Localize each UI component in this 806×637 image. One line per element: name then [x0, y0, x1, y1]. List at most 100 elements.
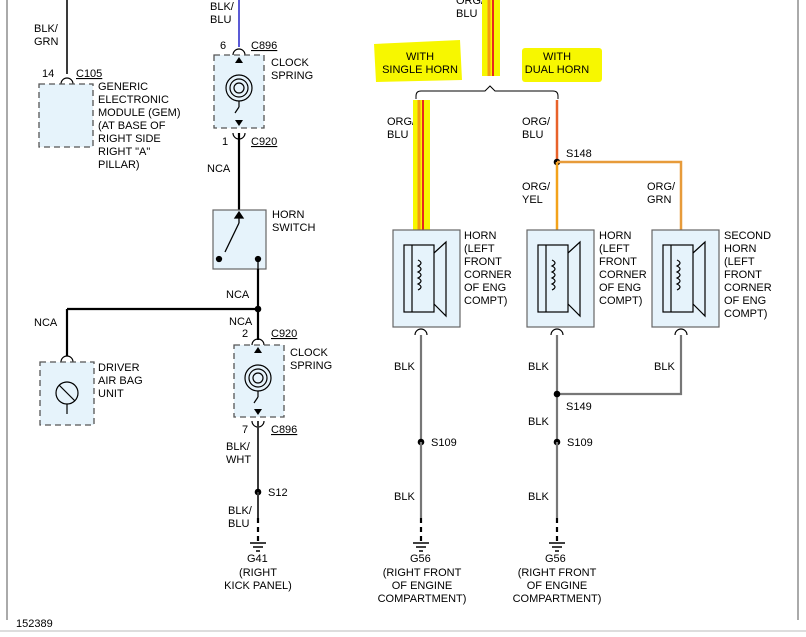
clock-spring-bottom-conn-top: C920	[271, 328, 297, 340]
arrow-top-icon-2	[254, 347, 262, 353]
text-line: BLU	[210, 14, 231, 26]
text-line: (RIGHT FRONT	[383, 567, 462, 579]
clock-spring-top-pin-bottom: 1	[222, 136, 228, 148]
dual-feed-label: ORG/BLU	[522, 116, 551, 141]
text-line: OF ENG	[464, 282, 506, 294]
text-line: BLU	[387, 129, 408, 141]
wire-blk-grn-label: BLK/GRN	[34, 23, 59, 48]
clock-spring-top	[213, 54, 265, 129]
text-line: (LEFT	[599, 243, 630, 255]
text-line: (AT BASE OF	[98, 120, 166, 132]
text-line: OF ENGINE	[527, 580, 588, 592]
text-line: MODULE (GEM)	[98, 107, 181, 119]
ground-g56-a-id: G56	[410, 553, 431, 565]
wire-nca-3-label: NCA	[229, 316, 253, 328]
blk-4-label: BLK	[528, 416, 549, 428]
text-line: BLK/	[34, 23, 59, 35]
text-line: DRIVER	[98, 362, 140, 374]
text-line: BLU	[456, 8, 477, 20]
splice-s149-label: S149	[566, 401, 592, 413]
clock-spring-bottom-pin-top: 2	[242, 328, 248, 340]
text-line: AIR BAG	[98, 375, 143, 387]
clock-spring-coil-icon	[225, 74, 253, 114]
splice-s149	[553, 390, 561, 398]
second-horn-ground-wire	[557, 335, 683, 396]
clock-spring-top-pin-top: 6	[220, 40, 226, 52]
clock-spring-bottom-conn-bottom: C896	[271, 424, 297, 436]
text-line: BLK/	[210, 1, 235, 13]
text-line: ELECTRONIC	[98, 94, 169, 106]
text-line: HORN	[272, 209, 304, 221]
clock-spring-bottom-pin-bottom: 7	[242, 424, 248, 436]
horn-dual-conn	[550, 328, 564, 336]
wire-blk-blu-bottom-label: BLK/BLU	[228, 505, 253, 530]
clock-spring-top-conn-top: C896	[251, 40, 277, 52]
text-line: PILLAR)	[98, 159, 140, 171]
horn-speaker-icon-3	[662, 240, 706, 318]
single-feed-label: ORG/BLU	[387, 116, 416, 141]
splice-nca	[254, 305, 262, 313]
text-line: CORNER	[464, 269, 512, 281]
feed-top-highlight	[482, 0, 500, 76]
text-line: SPRING	[290, 360, 332, 372]
wire-org-grn	[557, 160, 683, 230]
connector-c896-top	[232, 48, 246, 56]
text-line: ORG/	[522, 116, 551, 128]
text-line: COMPARTMENT)	[513, 593, 602, 605]
gem-connector-symbol	[60, 77, 74, 85]
arrow-top-icon	[235, 57, 243, 63]
text-line: WITH	[406, 51, 434, 63]
text-line: BLU	[228, 518, 249, 530]
text-line: FRONT	[724, 269, 762, 281]
ground-g56-a-icon	[413, 542, 429, 552]
text-line: CORNER	[599, 269, 647, 281]
text-line: RIGHT "A"	[98, 146, 150, 158]
splice-s12-label: S12	[268, 487, 288, 499]
clock-spring-bottom-coil-icon	[244, 364, 272, 404]
option-single-highlight	[374, 40, 462, 82]
text-line: COMPT)	[724, 308, 767, 320]
blk-5-label: BLK	[394, 491, 415, 503]
text-line: GENERIC	[98, 81, 148, 93]
text-line: DUAL HORN	[525, 64, 589, 76]
clock-spring-top-conn-bottom: C920	[251, 136, 277, 148]
text-line: COMPARTMENT)	[378, 593, 467, 605]
text-line: CLOCK	[290, 347, 329, 359]
wire-org-yel-label: ORG/YEL	[522, 181, 551, 206]
splice-s109-b-label: S109	[567, 437, 593, 449]
airbag-squib-icon	[55, 381, 79, 414]
text-line: (RIGHT FRONT	[518, 567, 597, 579]
wire-nca-2-label: NCA	[226, 289, 250, 301]
wire-nca-left-label: NCA	[34, 317, 58, 329]
splice-s109-a-label: S109	[431, 437, 457, 449]
ground-g56-b-icon	[549, 542, 565, 552]
text-line: WITH	[543, 51, 571, 63]
blk-6-label: BLK	[528, 491, 549, 503]
text-line: OF ENG	[724, 295, 766, 307]
text-line: WHT	[226, 454, 251, 466]
text-line: SPRING	[271, 70, 313, 82]
single-feed-highlight	[413, 100, 430, 230]
text-line: UNIT	[98, 388, 124, 400]
text-line: OF ENGINE	[392, 580, 453, 592]
gem-module	[38, 83, 94, 148]
text-line: GRN	[34, 36, 59, 48]
ground-g56-b-id: G56	[545, 553, 566, 565]
blk-2-label: BLK	[528, 361, 549, 373]
blk-1-label: BLK	[394, 361, 415, 373]
option-dual-highlight	[522, 48, 602, 82]
gem-pin: 14	[42, 68, 54, 80]
